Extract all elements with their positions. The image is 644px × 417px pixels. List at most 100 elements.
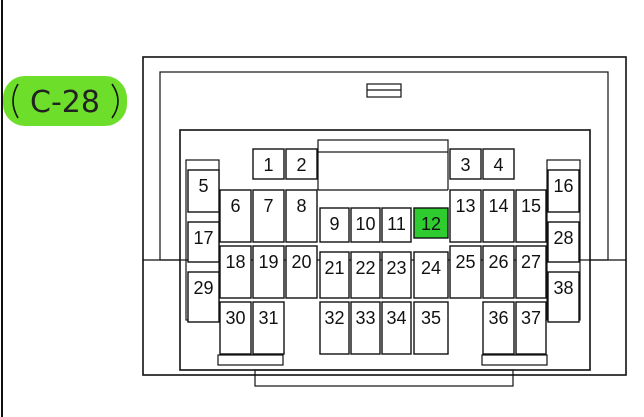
pin-cell-16: 16: [547, 169, 580, 213]
pin-label: 6: [230, 196, 240, 216]
pin-box: [219, 245, 252, 299]
pin-label: 38: [553, 278, 573, 298]
pin-label: 3: [460, 155, 470, 175]
pin-cell-12: 12: [413, 207, 449, 239]
pin-box: [413, 301, 449, 355]
pin-box: [187, 271, 220, 323]
pin-label: 30: [225, 308, 245, 328]
pin-label: 17: [193, 228, 213, 248]
pin-box: [252, 245, 285, 299]
pin-label: 11: [387, 214, 406, 234]
pin-label: 12: [421, 214, 441, 234]
pin-label: 36: [488, 308, 508, 328]
pin-cell-32: 32: [319, 301, 350, 355]
pin-box: [219, 189, 252, 243]
pin-box: [515, 301, 547, 355]
pin-cell-9: 9: [319, 207, 350, 243]
pin-label: 2: [296, 155, 306, 175]
pin-highlight: [413, 207, 449, 239]
pin-cell-38: 38: [547, 271, 580, 323]
pin-box: [187, 221, 220, 263]
pin-box: [187, 169, 220, 213]
pin-cell-7: 7: [252, 189, 285, 243]
pin-cell-21: 21: [319, 251, 350, 299]
pin-label: 23: [386, 258, 406, 278]
pin-cell-23: 23: [381, 251, 412, 299]
pin-box: [350, 251, 381, 299]
pin-label: 22: [355, 258, 375, 278]
pin-cell-14: 14: [482, 189, 515, 243]
pin-box: [252, 301, 285, 355]
pin-cell-28: 28: [547, 221, 580, 263]
pin-box: [219, 301, 252, 355]
pin-label: 8: [296, 196, 306, 216]
pin-label: 31: [258, 308, 278, 328]
pin-cell-3: 3: [449, 148, 482, 180]
pin-cell-30: 30: [219, 301, 252, 355]
pin-cell-24: 24: [413, 251, 449, 299]
pin-cell-15: 15: [515, 189, 547, 243]
pin-label: 26: [488, 252, 508, 272]
pin-cell-33: 33: [350, 301, 381, 355]
pin-cell-20: 20: [285, 245, 318, 299]
pin-box: [482, 148, 515, 180]
pin-cell-37: 37: [515, 301, 547, 355]
pin-cell-10: 10: [350, 207, 381, 243]
pin-box: [515, 189, 547, 243]
pin-label: 24: [421, 258, 441, 278]
pin-cell-34: 34: [381, 301, 412, 355]
pin-box: [319, 251, 350, 299]
pin-box: [319, 301, 350, 355]
pin-label: 19: [258, 252, 278, 272]
pin-label: 5: [198, 176, 208, 196]
pin-box: [482, 189, 515, 243]
pin-cell-1: 1: [252, 148, 285, 180]
pin-box: [547, 271, 580, 323]
pin-label: 16: [553, 176, 573, 196]
pin-cell-17: 17: [187, 221, 220, 263]
pin-box: [547, 169, 580, 213]
pin-box: [285, 189, 318, 243]
pin-cell-18: 18: [219, 245, 252, 299]
pin-box: [381, 207, 412, 243]
pin-label: 33: [355, 308, 375, 328]
pin-box: [547, 221, 580, 263]
pin-box: [449, 189, 482, 243]
pin-box: [252, 148, 285, 180]
pin-box: [449, 148, 482, 180]
pin-cell-25: 25: [449, 245, 482, 299]
pin-label: 21: [324, 258, 344, 278]
pin-label: 1: [263, 155, 273, 175]
pin-label: 7: [263, 196, 273, 216]
connector-label-group: C-28: [3, 76, 127, 126]
pin-box: [482, 245, 515, 299]
pin-cell-5: 5: [187, 169, 220, 213]
pin-cell-26: 26: [482, 245, 515, 299]
pin-label: 13: [455, 196, 475, 216]
pin-box: [285, 245, 318, 299]
pin-label: 18: [225, 252, 245, 272]
pin-label: 37: [521, 308, 541, 328]
pin-cell-13: 13: [449, 189, 482, 243]
pin-box: [350, 301, 381, 355]
pin-cell-22: 22: [350, 251, 381, 299]
pin-label: 15: [521, 196, 541, 216]
pin-cell-29: 29: [187, 271, 220, 323]
pin-cell-31: 31: [252, 301, 285, 355]
pin-box: [381, 301, 412, 355]
pin-box: [252, 189, 285, 243]
pin-label: 4: [493, 155, 503, 175]
pin-cell-27: 27: [515, 245, 547, 299]
pin-label: 25: [455, 252, 475, 272]
pin-cell-6: 6: [219, 189, 252, 243]
pin-box: [515, 245, 547, 299]
pin-box: [482, 301, 515, 355]
pin-cell-8: 8: [285, 189, 318, 243]
pin-box: [449, 245, 482, 299]
pin-cell-4: 4: [482, 148, 515, 180]
pin-cell-11: 11: [381, 207, 412, 243]
pin-box: [285, 148, 318, 180]
pin-label: 32: [324, 308, 344, 328]
pin-cell-36: 36: [482, 301, 515, 355]
